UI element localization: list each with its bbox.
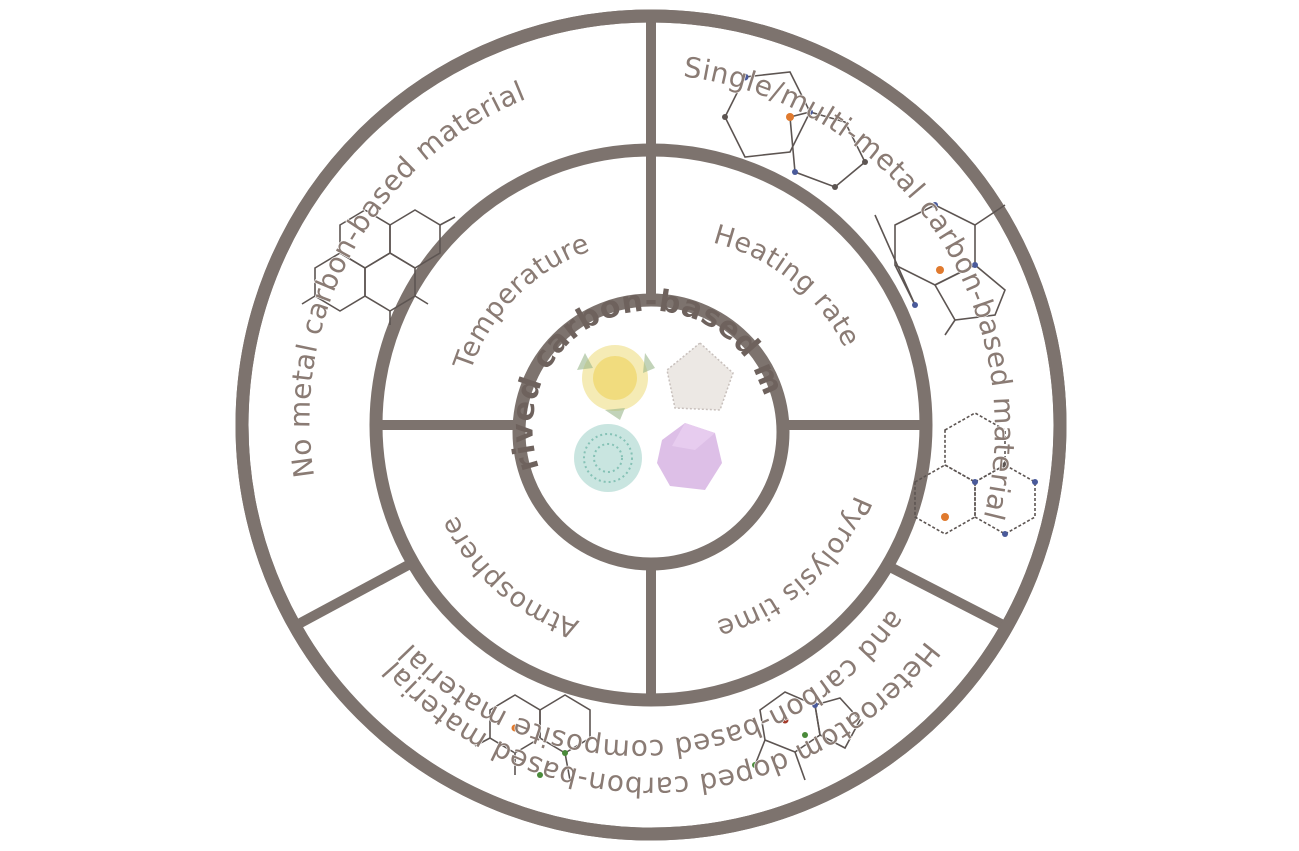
heteroatom-lattice-icon [474,694,591,781]
outer-label-single-multi-metal: Single/multi-metal carbon-based material [682,50,1021,523]
mof-particle-teal-icon [574,424,642,492]
outer-ring-stroke [235,9,1067,841]
metal-doped-lattice-icon [722,71,868,190]
center-text-top: MOF-derived carbon-based materials [0,0,790,475]
outer-label-no-metal: No metal carbon-based material [283,74,529,479]
composite-lattice-icon [752,691,861,781]
divider-lower-left [290,558,415,632]
center-label-top: MOF-derived carbon-based materials [0,0,790,475]
carbon-lattice-icon [301,209,456,325]
middle-label-temperature: Temperature [448,228,594,375]
mof-particle-purple-icon [657,423,722,490]
metal-doped-lattice-icon-2 [874,202,1006,336]
mof-particle-yellow-icon [577,345,655,420]
divider-lower-right [887,562,1006,630]
metal-doped-lattice-icon-3 [914,412,1038,537]
mof-particle-gray-icon [666,342,734,411]
